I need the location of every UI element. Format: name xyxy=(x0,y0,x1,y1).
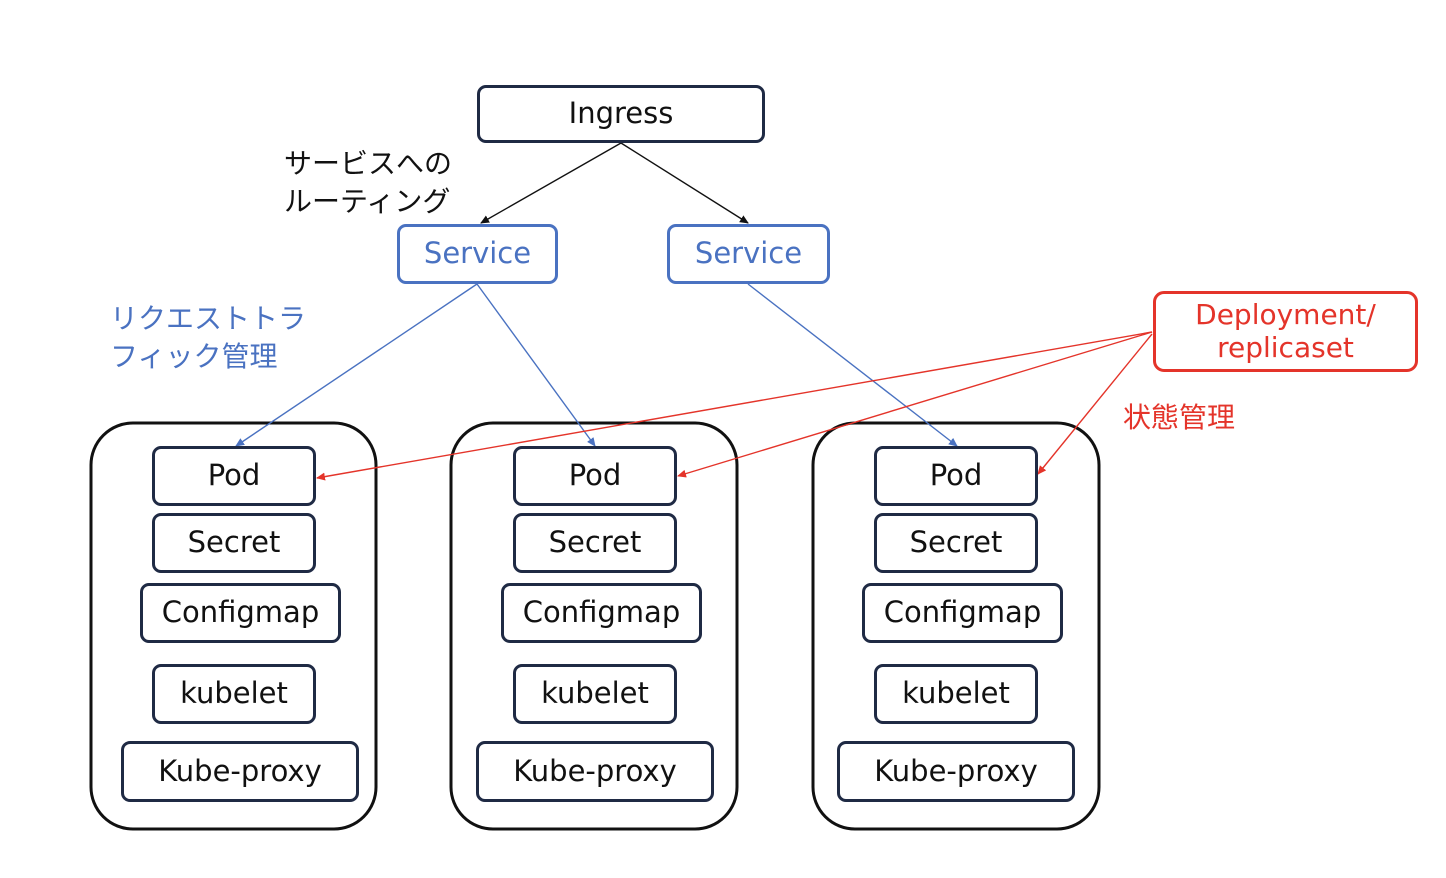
worker-node-container-3 xyxy=(811,421,1101,831)
deployment-to-pod-2-connector xyxy=(677,331,1153,478)
pod-box-2[interactable]: Pod xyxy=(513,446,677,506)
service-1-to-pod-1-connector xyxy=(235,283,478,447)
service-2-to-pod-3-connector xyxy=(747,283,958,447)
secret-box-2[interactable]: Secret xyxy=(513,513,677,573)
ingress-box[interactable]: Ingress xyxy=(477,85,765,143)
traffic-annotation-line-1: リクエストトラ xyxy=(110,302,307,335)
routing-annotation-line-2: ルーティング xyxy=(284,185,451,218)
deployment-label-line-1: Deployment/ xyxy=(1195,298,1376,332)
routing-annotation-line-1: サービスへの xyxy=(284,147,453,180)
configmap-box-3[interactable]: Configmap xyxy=(862,583,1063,643)
worker-node-container-2 xyxy=(449,421,739,831)
secret-box-3[interactable]: Secret xyxy=(874,513,1038,573)
deployment-label-line-2: replicaset xyxy=(1217,330,1354,364)
service-box-2[interactable]: Service xyxy=(667,224,830,284)
configmap-box-2[interactable]: Configmap xyxy=(501,583,702,643)
ingress-to-service-1-connector xyxy=(480,142,622,224)
configmap-box-1[interactable]: Configmap xyxy=(140,583,341,643)
kube-proxy-box-2[interactable]: Kube-proxy xyxy=(476,741,714,802)
routing-annotation: サービスへの ルーティング xyxy=(284,145,452,221)
pod-box-3[interactable]: Pod xyxy=(874,446,1038,506)
traffic-annotation-line-2: フィック管理 xyxy=(110,340,278,373)
kubelet-box-2[interactable]: kubelet xyxy=(513,664,677,724)
deployment-replicaset-box[interactable]: Deployment/ replicaset xyxy=(1153,291,1418,372)
deployment-to-pod-3-connector xyxy=(1037,333,1153,475)
service-box-1[interactable]: Service xyxy=(397,224,558,284)
kubelet-box-1[interactable]: kubelet xyxy=(152,664,316,724)
worker-node-container-1 xyxy=(89,421,378,831)
kube-proxy-box-1[interactable]: Kube-proxy xyxy=(121,741,359,802)
traffic-annotation: リクエストトラ フィック管理 xyxy=(110,300,306,376)
deployment-to-pod-1-connector xyxy=(316,331,1153,481)
kube-proxy-box-3[interactable]: Kube-proxy xyxy=(837,741,1075,802)
secret-box-1[interactable]: Secret xyxy=(152,513,316,573)
pod-box-1[interactable]: Pod xyxy=(152,446,316,506)
kubelet-box-3[interactable]: kubelet xyxy=(874,664,1038,724)
ingress-to-service-2-connector xyxy=(620,142,749,224)
service-1-to-pod-2-connector xyxy=(476,283,596,447)
state-annotation: 状態管理 xyxy=(1123,401,1236,434)
